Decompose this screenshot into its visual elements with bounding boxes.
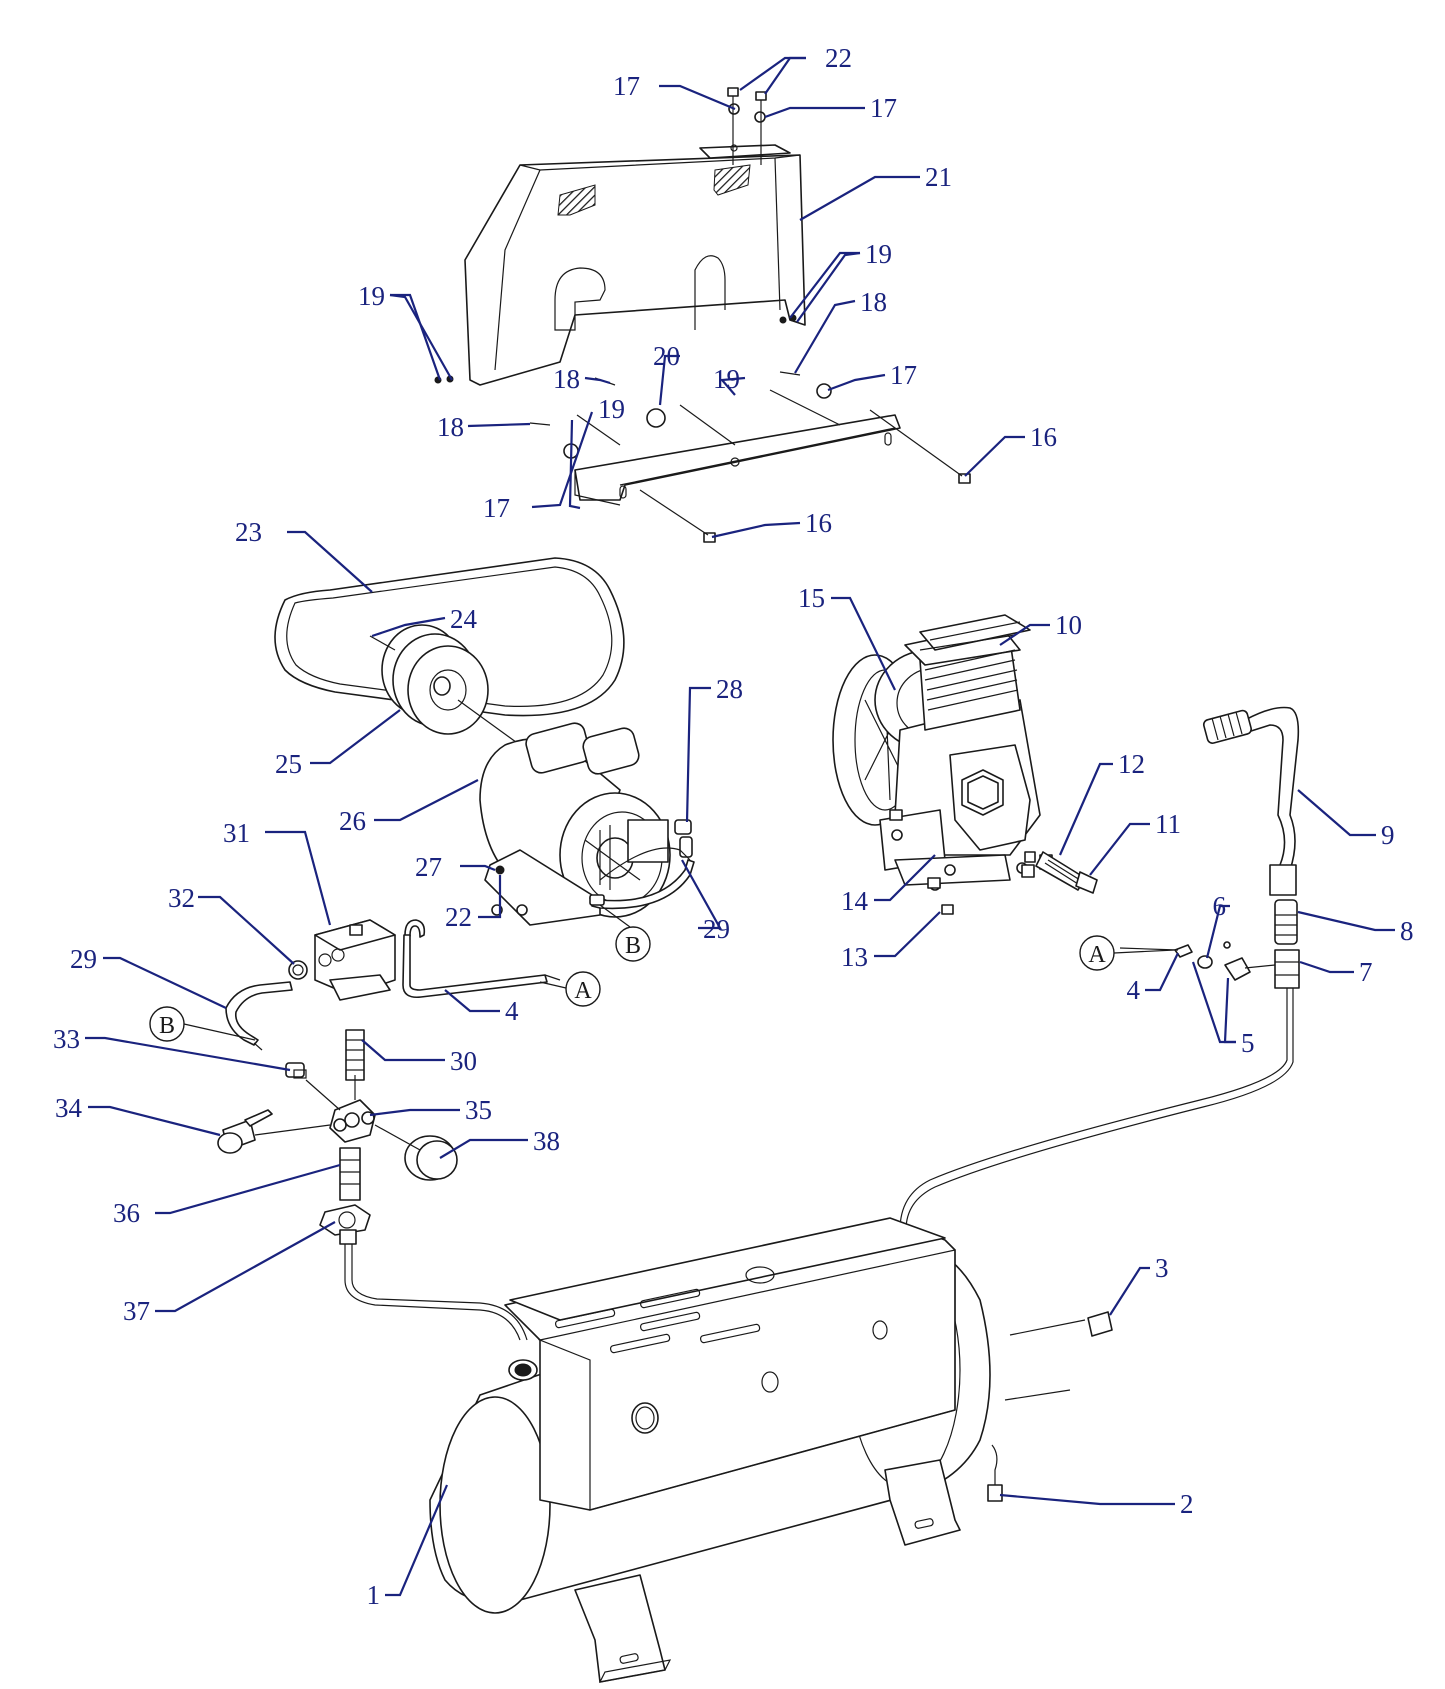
callout-19-lower: 19 [598, 394, 625, 424]
callout-26: 26 [339, 806, 366, 836]
air-tank [429, 1217, 1113, 1683]
callout-37: 37 [123, 1296, 150, 1326]
callout-36: 36 [113, 1198, 140, 1228]
guard-bracket [574, 414, 901, 506]
callout-27: 27 [415, 852, 442, 882]
callout-5: 5 [1241, 1028, 1255, 1058]
callout-31: 31 [223, 818, 250, 848]
callout-23: 23 [235, 517, 262, 547]
pressure-switch-assembly [217, 919, 528, 1341]
callout-4-left: 4 [505, 996, 519, 1026]
callout-10: 10 [1055, 610, 1082, 640]
callout-29-left: 29 [70, 944, 97, 974]
callout-1: 1 [367, 1580, 381, 1610]
callout-16-right: 16 [1030, 422, 1057, 452]
callout-35: 35 [465, 1095, 492, 1125]
callout-22-lower: 22 [445, 902, 472, 932]
compressor-pump [832, 614, 1041, 891]
reference-markers: A B A B [149, 904, 1176, 1042]
discharge-tube [899, 706, 1300, 1231]
callout-14: 14 [841, 886, 869, 916]
callout-7: 7 [1359, 957, 1373, 987]
callout-3: 3 [1155, 1253, 1169, 1283]
pump-hardware [889, 809, 1098, 915]
callout-11: 11 [1155, 809, 1181, 839]
callout-16-lower: 16 [805, 508, 832, 538]
callout-20: 20 [653, 341, 680, 371]
callout-38: 38 [533, 1126, 560, 1156]
callout-19-right: 19 [865, 239, 892, 269]
motor-pulley [369, 624, 521, 746]
callout-15: 15 [798, 583, 825, 613]
callout-18-middle: 18 [553, 364, 580, 394]
callout-21: 21 [925, 162, 952, 192]
callout-22-top: 22 [825, 43, 852, 73]
callout-13: 13 [841, 942, 868, 972]
callout-8: 8 [1400, 916, 1414, 946]
reference-circle-a1 [565, 971, 601, 1007]
ref-b1-label: B [625, 933, 641, 959]
callout-2: 2 [1180, 1489, 1194, 1519]
callout-numbers: 17 22 17 21 19 19 18 20 17 19 18 18 19 1… [53, 43, 1414, 1610]
callout-17-top-right: 17 [870, 93, 897, 123]
reference-circle-b1 [615, 926, 651, 962]
unloader-tube [402, 919, 561, 999]
callout-9: 9 [1381, 820, 1395, 850]
callout-34: 34 [55, 1093, 83, 1123]
callout-leaders [85, 56, 1395, 1597]
callout-24: 24 [450, 604, 478, 634]
motor-cord [589, 847, 695, 910]
callout-4-right: 4 [1127, 975, 1141, 1005]
callout-19-middle: 19 [713, 364, 740, 394]
callout-6: 6 [1213, 891, 1227, 921]
electric-motor [479, 722, 693, 926]
callout-19-left: 19 [358, 281, 385, 311]
callout-33: 33 [53, 1024, 80, 1054]
callout-17-middle: 17 [890, 360, 917, 390]
callout-17-top-left: 17 [613, 71, 640, 101]
ref-a1-label: A [574, 978, 592, 1004]
callout-29-right: 29 [703, 914, 730, 944]
ref-a2-label: A [1088, 942, 1106, 968]
callout-18-left: 18 [437, 412, 464, 442]
callout-25: 25 [275, 749, 302, 779]
callout-30: 30 [450, 1046, 477, 1076]
callout-12: 12 [1118, 749, 1145, 779]
callout-32: 32 [168, 883, 195, 913]
belt-guard [464, 144, 806, 386]
callout-18-right: 18 [860, 287, 887, 317]
ref-b2-label: B [159, 1013, 175, 1039]
callout-17-lower-left: 17 [483, 493, 510, 523]
callout-28: 28 [716, 674, 743, 704]
